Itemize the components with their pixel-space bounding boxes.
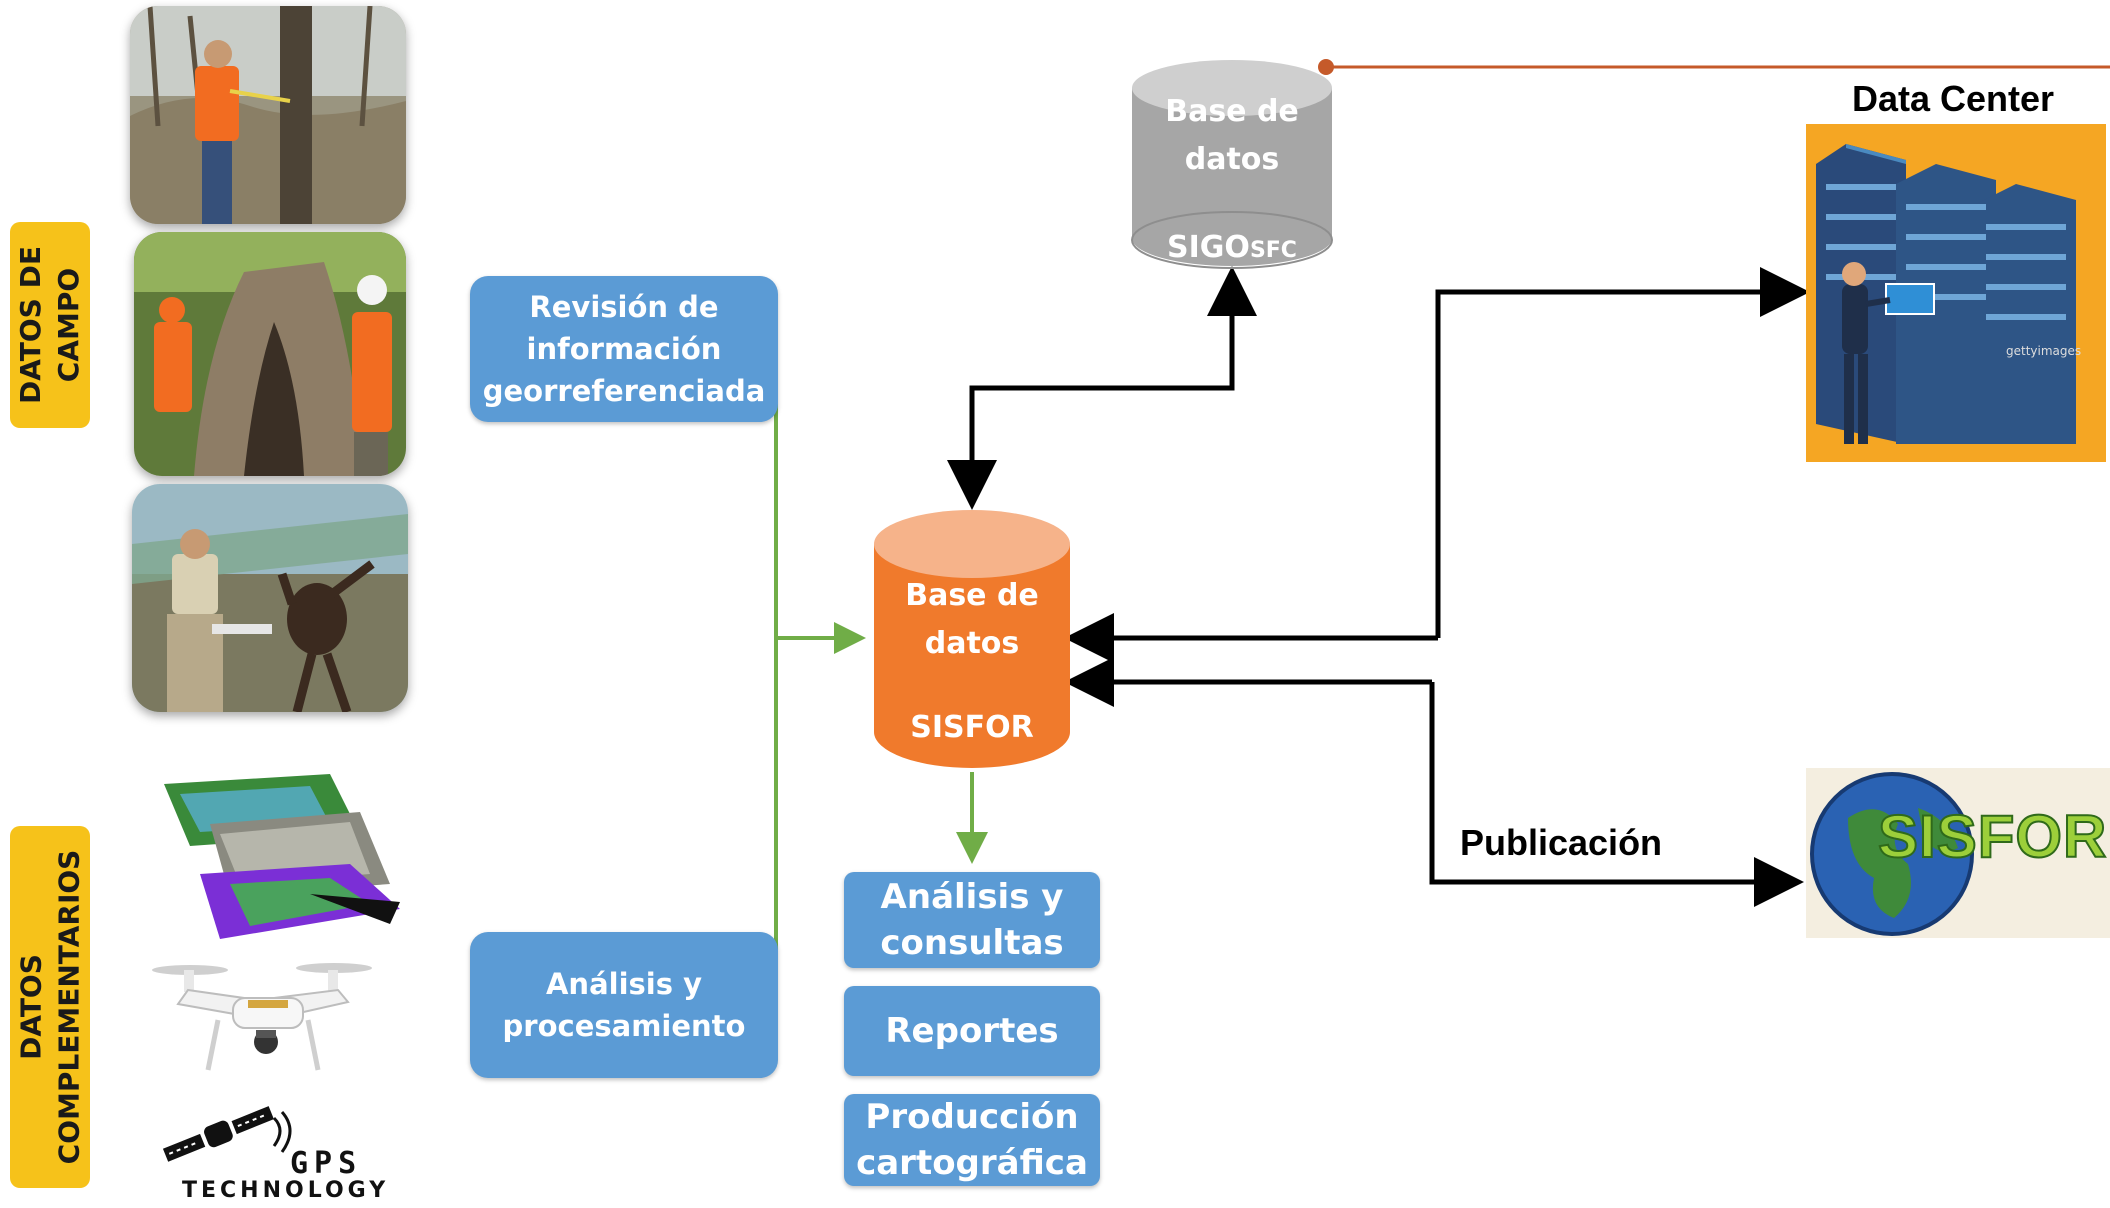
sigo-name-suffix: SFC [1249, 238, 1297, 263]
label-datos-campo: DATOS DE CAMPO [10, 222, 90, 428]
gps-text: GPS [290, 1146, 363, 1181]
box-analisis-procesamiento: Análisis y procesamiento [470, 932, 778, 1078]
data-center-title: Data Center [1852, 78, 2055, 119]
sisfor-line2: datos [924, 626, 1020, 661]
getty-watermark: gettyimages [2006, 344, 2082, 358]
terrain-layers-icon [160, 774, 404, 940]
box-produccion-cartografica-text: Producción cartográfica [856, 1097, 1088, 1183]
box-reportes-text: Reportes [885, 1011, 1059, 1051]
tree-measure-photo [130, 6, 406, 224]
box-produccion-cartografica: Producción cartográfica [844, 1094, 1100, 1186]
sisfor-name: SISFOR [910, 710, 1034, 745]
gps-satellite-icon: GPS TECHNOLOGY [156, 1106, 385, 1204]
tree-trunk-photo [134, 232, 406, 476]
data-center-illustration: gettyimages [1806, 124, 2106, 462]
box-analisis-consultas-text: Análisis y consultas [880, 877, 1064, 963]
label-datos-complementarios: DATOS COMPLEMENTARIOS [10, 826, 90, 1188]
database-sigo: Base de datos SIGOSFC [1130, 58, 1334, 270]
gps-technology-text: TECHNOLOGY [182, 1178, 390, 1203]
box-revision-informacion-text: Revisión de información georreferenciada [482, 290, 766, 408]
globe-icon [1810, 772, 1974, 936]
box-analisis-procesamiento-text: Análisis y procesamiento [502, 967, 746, 1043]
sigo-name: SIGOSFC [1130, 224, 1334, 275]
sigo-line1: Base de [1165, 94, 1299, 129]
sisfor-logo-text: SISFOR [1877, 802, 2108, 871]
box-analisis-consultas: Análisis y consultas [844, 872, 1100, 968]
database-sisfor: Base de datos SISFOR [872, 508, 1072, 772]
publicacion-label: Publicación [1460, 822, 1663, 863]
sigo-name-main: SIGO [1167, 230, 1250, 265]
sisfor-line1: Base de [905, 578, 1039, 613]
sigo-line2: datos [1184, 142, 1280, 177]
drone-icon [148, 960, 378, 1082]
sisfor-logo: SISFOR [1806, 768, 2110, 938]
box-reportes: Reportes [844, 986, 1100, 1076]
monkey-field-photo [132, 484, 408, 712]
box-revision-informacion: Revisión de información georreferenciada [470, 276, 778, 422]
